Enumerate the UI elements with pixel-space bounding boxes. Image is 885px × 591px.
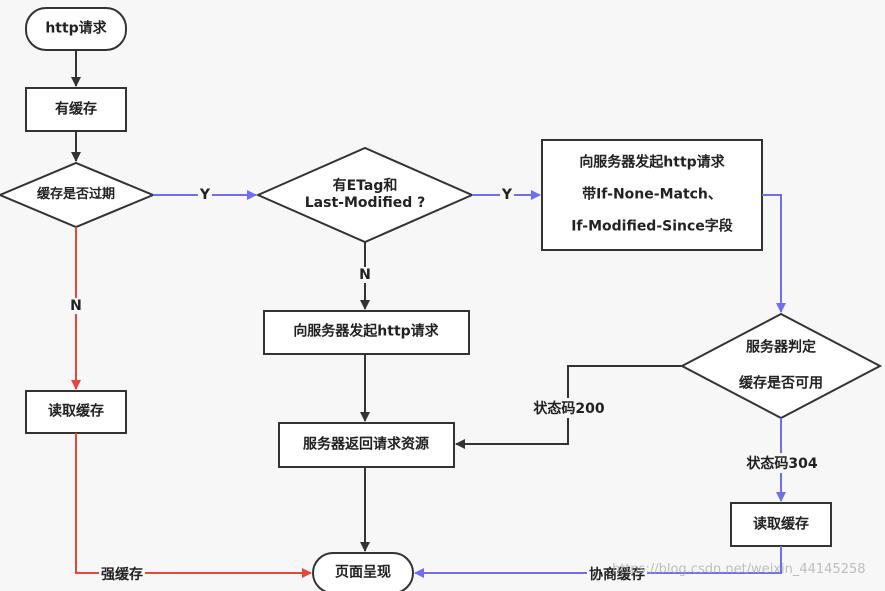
edge-label-negotiated-cache: 协商缓存 [587,564,647,584]
node-send-conditional-shape [541,139,763,251]
edge-label-status-200: 状态码200 [531,398,607,418]
node-server-judge: 服务器判定 缓存是否可用 [739,330,823,403]
arrow-read-left-to-page [75,433,312,578]
node-server-judge-line1: 服务器判定 [746,339,816,356]
node-has-cache: 有缓存 [55,101,97,118]
node-read-cache-right-shape [730,502,832,547]
node-page-render-shape [312,552,414,591]
node-send-conditional-line3: If-Modified-Since字段 [571,219,733,236]
node-http-request: http请求 [45,20,107,37]
node-server-judge-shape [679,312,883,420]
node-read-cache-right: 读取缓存 [753,516,809,533]
node-has-etag-line2: Last-Modified ? [304,195,426,211]
edge-label-expired-no: N [68,298,84,314]
node-send-conditional-line2: 带If-None-Match、 [582,186,722,203]
node-send-request: 向服务器发起http请求 [293,323,439,340]
node-send-conditional: 向服务器发起http请求 带If-None-Match、 If-Modified… [571,147,733,244]
watermark-text: https://blog.csdn.net/weixin_44145258 [612,562,866,577]
edge-label-etag-yes: Y [499,187,515,203]
edge-label-etag-no: N [357,267,373,283]
node-server-judge-line2: 缓存是否可用 [739,376,823,392]
arrow-read-right-to-page [414,546,782,578]
node-has-etag: 有ETag和 Last-Modified ? [305,178,425,212]
node-server-return: 服务器返回请求资源 [303,436,429,453]
arrow-conditional-to-judge [762,194,786,313]
node-cache-expired: 缓存是否过期 [36,187,116,203]
edge-label-expired-yes: Y [197,187,213,203]
node-has-cache-shape [25,87,127,132]
edge-label-status-304: 状态码304 [744,453,820,473]
node-send-conditional-line1: 向服务器发起http请求 [579,154,725,171]
node-has-etag-line1: 有ETag和 [332,178,398,195]
node-read-cache-left: 读取缓存 [48,403,104,420]
edge-label-strong-cache: 强缓存 [99,564,145,584]
node-send-request-shape [263,310,470,355]
node-page-render: 页面呈现 [335,564,391,581]
node-server-return-shape [278,422,455,468]
